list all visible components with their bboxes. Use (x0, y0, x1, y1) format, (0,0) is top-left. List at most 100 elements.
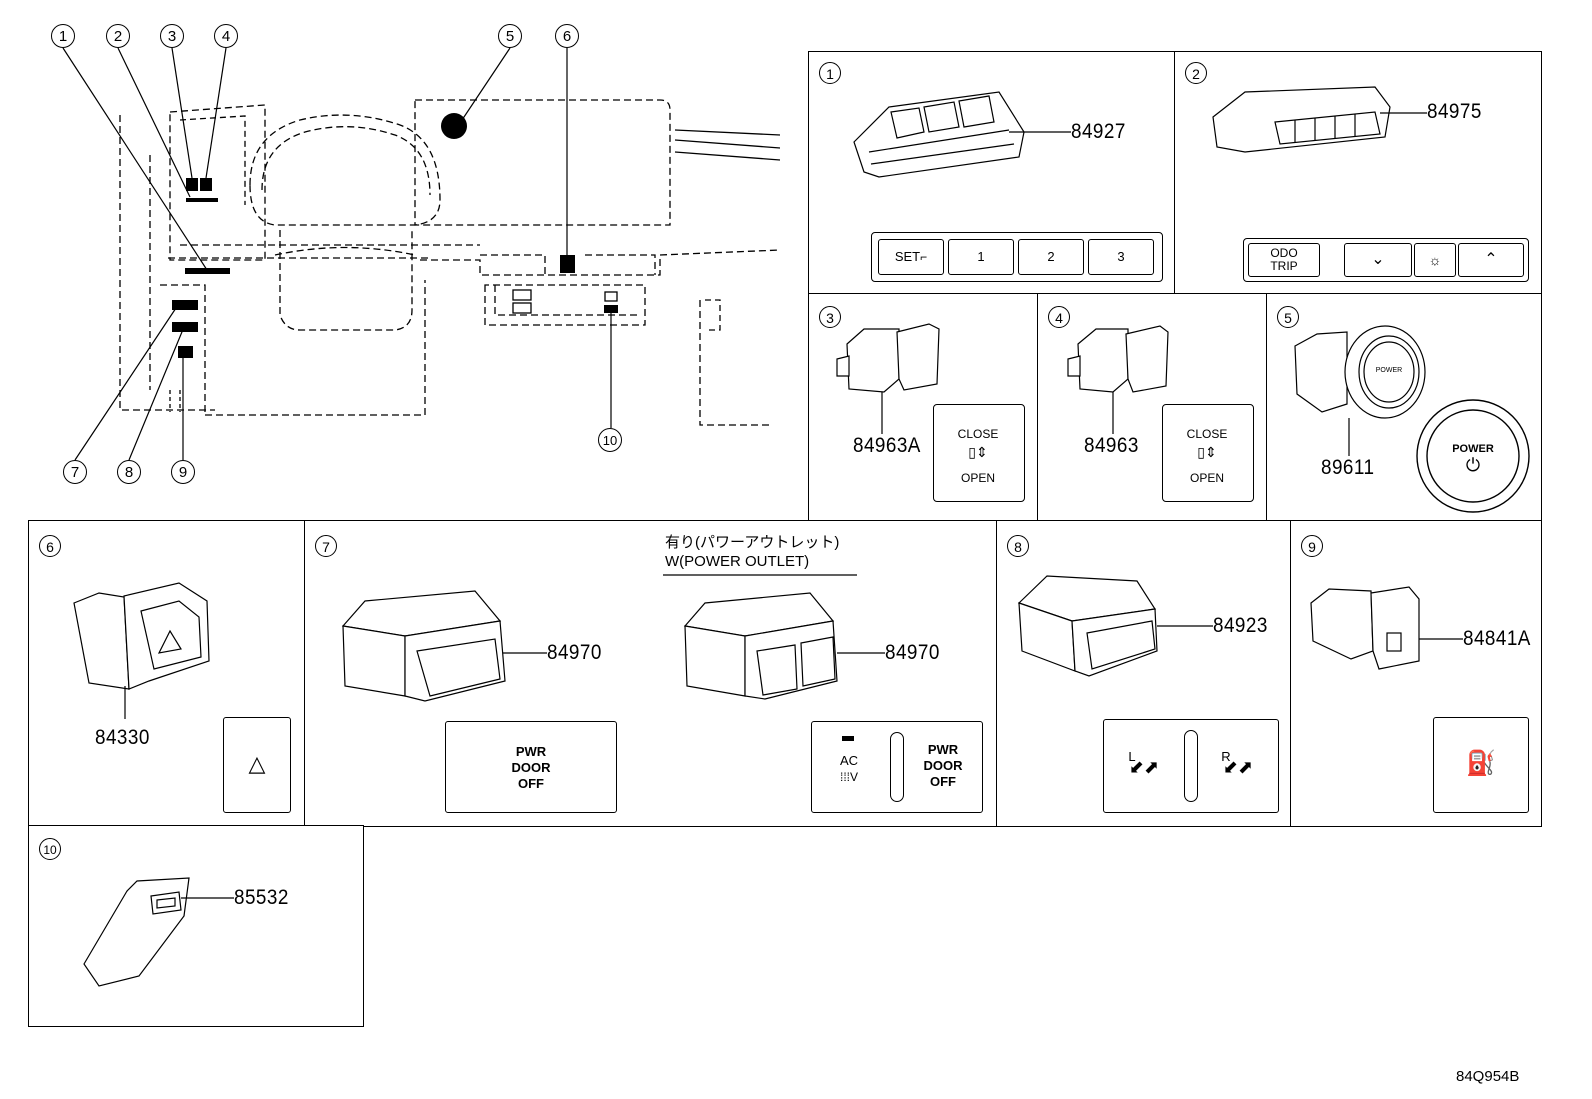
pwr-door-off-button[interactable]: PWR DOOR OFF (445, 721, 617, 813)
pwr-door-off-button[interactable]: PWR DOOR OFF (906, 722, 980, 810)
memory-button-2[interactable]: 2 (1018, 239, 1084, 275)
part-number: 84330 (95, 726, 150, 749)
switch-face: ODO TRIP ⌄ ☼ ⌃ (1243, 238, 1529, 282)
fuel-door-icon: ⛽ (1466, 750, 1496, 777)
panel-number: 2 (1185, 62, 1207, 84)
panel-number: 9 (1301, 535, 1323, 557)
part-number-right: 84970 (885, 641, 940, 664)
open-label: OPEN (960, 471, 995, 485)
part-number: 84963A (853, 434, 921, 457)
odo-trip-button[interactable]: ODO TRIP (1248, 243, 1320, 277)
power-button[interactable]: POWER ⏻ (1431, 414, 1515, 498)
memory-button-1[interactable]: 1 (948, 239, 1014, 275)
chevron-down-icon: ⌄ (1371, 251, 1385, 268)
part-number: 89611 (1321, 456, 1375, 479)
close-label: CLOSE (1186, 427, 1228, 441)
sliding-door-switch-drawing (836, 323, 940, 434)
meter-switch-drawing (1212, 86, 1427, 153)
note-english: W(POWER OUTLET) (665, 553, 810, 570)
dashboard-outline (62, 47, 781, 461)
panel-number: 4 (1048, 306, 1070, 328)
switch-face[interactable]: CLOSE ▯⇕ OPEN (1162, 404, 1254, 502)
overview-diagram: 1 2 3 4 5 6 7 8 9 10 (0, 0, 800, 510)
switch-face: SET⌐ 1 2 3 (871, 232, 1163, 282)
divider (1184, 730, 1198, 802)
panel-3: 3 84963A CLOSE ▯⇕ OPEN (808, 293, 1039, 522)
up-button[interactable]: ⌃ (1458, 243, 1524, 277)
panel-4: 4 84963 CLOSE ▯⇕ OPEN (1037, 293, 1268, 522)
chevron-up-icon: ⌃ (1484, 251, 1498, 268)
set-button[interactable]: SET⌐ (878, 239, 944, 275)
panel-2: 2 84975 ODO TRIP ⌄ ☼ ⌃ (1174, 51, 1542, 294)
note-japanese: 有り(パワーアウトレット) (665, 534, 840, 551)
divider (890, 732, 904, 802)
callout-7[interactable]: 7 (63, 460, 87, 484)
callout-10[interactable]: 10 (598, 428, 622, 452)
power-label: POWER (1452, 443, 1494, 455)
panel-1: 1 84927 SET⌐ 1 2 3 (808, 51, 1176, 294)
callout-1[interactable]: 1 (51, 24, 75, 48)
part-number-left: 84970 (547, 641, 602, 664)
panel-9: 9 84841A ⛽ (1290, 520, 1542, 827)
indicator-icon (842, 736, 854, 741)
part-number: 85532 (234, 886, 289, 909)
hazard-switch-drawing (73, 582, 210, 719)
down-button[interactable]: ⌄ (1344, 243, 1412, 277)
callout-3[interactable]: 3 (160, 24, 184, 48)
ac-label: AC (839, 753, 859, 768)
callout-8[interactable]: 8 (117, 460, 141, 484)
callout-6[interactable]: 6 (555, 24, 579, 48)
pwr-door-off-label: PWR DOOR OFF (923, 742, 963, 789)
mirror-adjust-icon: ⬋⬈ (1128, 757, 1160, 777)
callout-5[interactable]: 5 (498, 24, 522, 48)
part-number: 84927 (1071, 120, 1126, 143)
panel-6: 6 84330 △ (28, 520, 306, 827)
sliding-door-icon: ▯⇕ (1197, 444, 1217, 460)
panel-number: 1 (819, 62, 841, 84)
panel-number: 8 (1007, 535, 1029, 557)
callout-2[interactable]: 2 (106, 24, 130, 48)
voltage-label: ⁞⁞⁞V (839, 770, 858, 784)
memory-button-3[interactable]: 3 (1088, 239, 1154, 275)
diagram-code: 84Q954B (1456, 1068, 1520, 1085)
panel-5: 5 POWER 89611 POWER ⏻ (1266, 293, 1542, 522)
panel-number: 6 (39, 535, 61, 557)
callout-9[interactable]: 9 (171, 460, 195, 484)
seat-icon: ⌐ (920, 250, 928, 264)
mirror-left-label: L (1128, 749, 1136, 764)
hazard-button[interactable]: △ (223, 717, 291, 813)
part-number: 84841A (1463, 627, 1531, 650)
ac-outlet-button[interactable]: AC ⁞⁞⁞V (812, 722, 886, 810)
panel-7: 7 有り(パワーアウトレット) W(POWER OUTLET) 84970 84… (304, 520, 998, 827)
panel-number: 5 (1277, 306, 1299, 328)
power-door-switch-drawing (341, 574, 885, 702)
ac-pwr-door-switch-face: AC ⁞⁞⁞V PWR DOOR OFF (811, 721, 983, 813)
part-number: 84963 (1084, 434, 1139, 457)
mirror-right-label: R (1221, 749, 1231, 764)
panel-8: 8 84923 L ⬋⬈ R ⬋⬈ (996, 520, 1292, 827)
hazard-icon: △ (248, 751, 266, 776)
memory-switch-drawing (853, 91, 1071, 178)
mirror-left-button[interactable]: L ⬋⬈ (1104, 720, 1184, 810)
panel-number: 3 (819, 306, 841, 328)
pwr-door-off-label: PWR DOOR OFF (511, 744, 551, 791)
dimmer-icon: ☼ (1428, 252, 1442, 268)
mirror-switch-drawing (1017, 575, 1213, 677)
power-label-small: POWER (1375, 367, 1403, 374)
panel-number: 10 (39, 838, 61, 860)
mirror-adjust-icon: ⬋⬈ (1222, 757, 1254, 777)
close-label: CLOSE (957, 427, 999, 441)
power-switch-drawing (1294, 325, 1530, 513)
callout-4[interactable]: 4 (214, 24, 238, 48)
part-number: 84975 (1427, 100, 1482, 123)
fuel-door-button[interactable]: ⛽ (1433, 717, 1529, 813)
switch-face[interactable]: CLOSE ▯⇕ OPEN (933, 404, 1025, 502)
sliding-door-switch-drawing (1067, 325, 1169, 434)
usb-port-drawing (83, 877, 234, 987)
mirror-right-button[interactable]: R ⬋⬈ (1198, 720, 1278, 810)
mirror-switch-face: L ⬋⬈ R ⬋⬈ (1103, 719, 1279, 813)
dimmer-button[interactable]: ☼ (1414, 243, 1456, 277)
panel-number: 7 (315, 535, 337, 557)
sliding-door-icon: ▯⇕ (968, 444, 988, 460)
open-label: OPEN (1189, 471, 1224, 485)
